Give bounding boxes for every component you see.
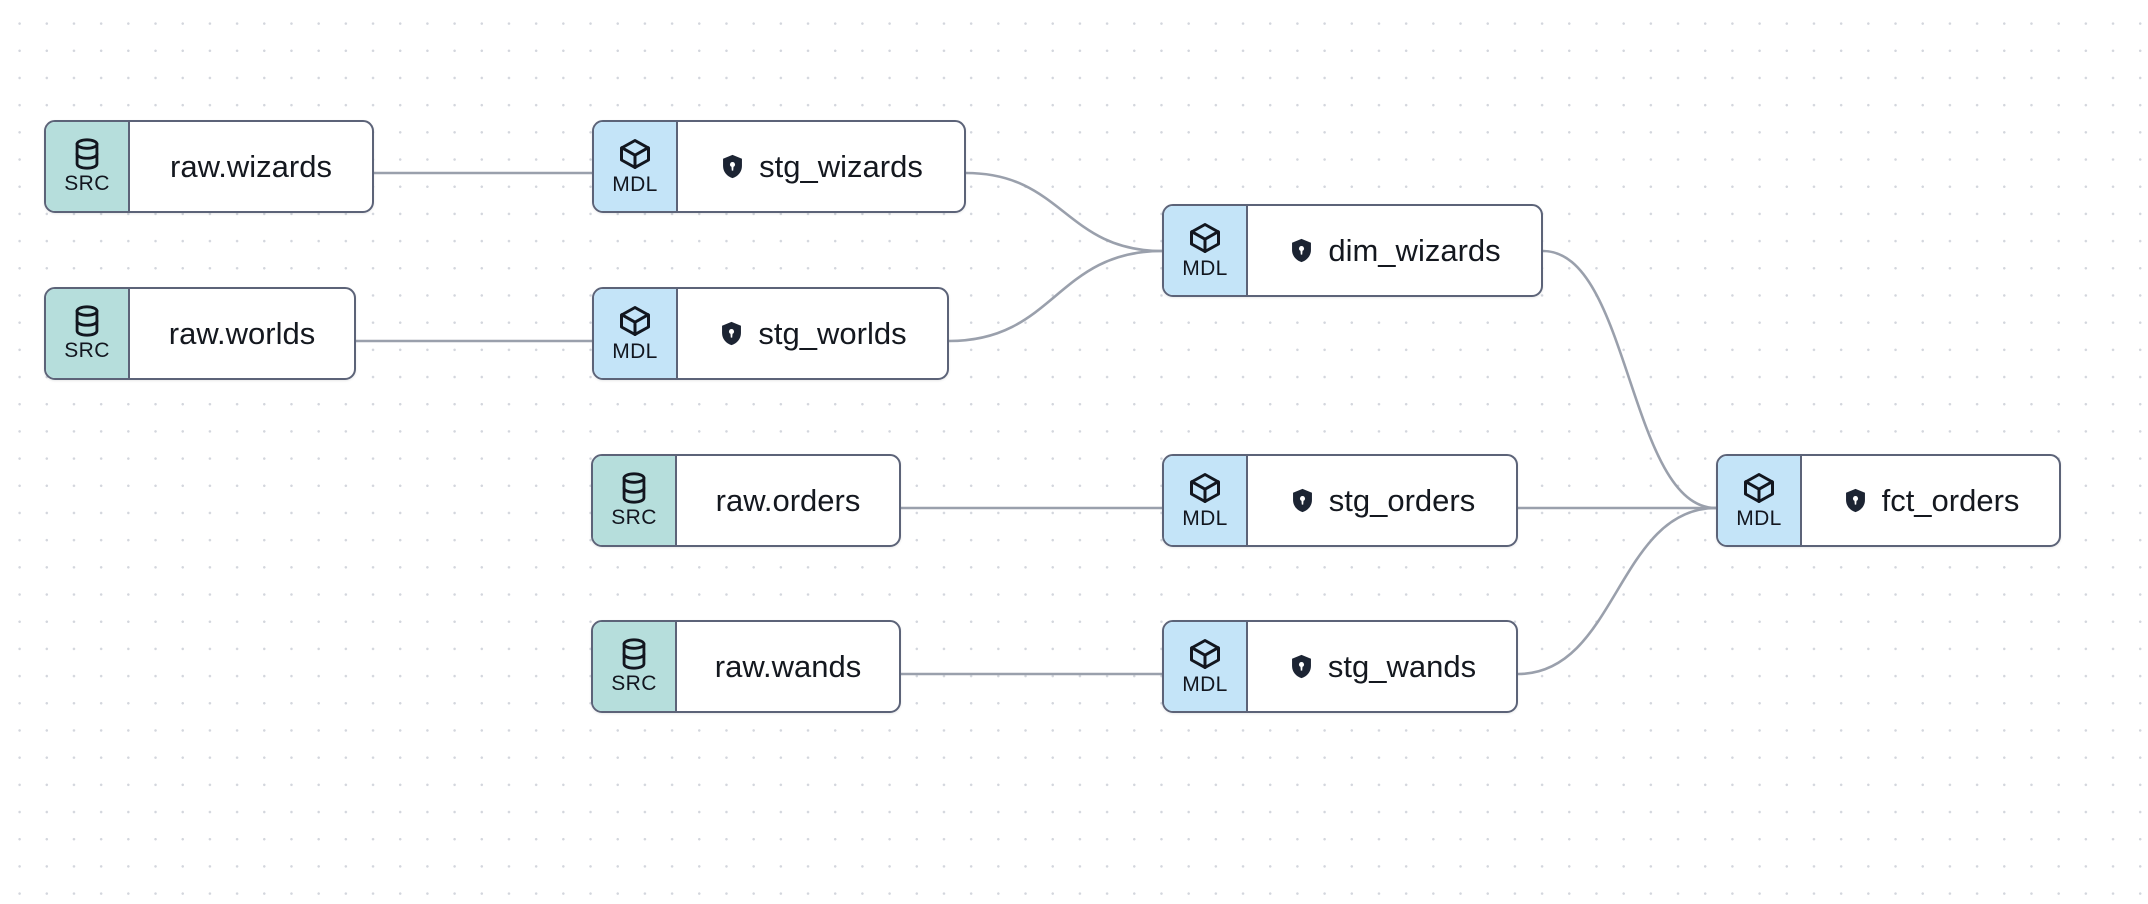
node-type-label: SRC xyxy=(611,506,657,529)
database-cylinder-icon xyxy=(617,471,651,505)
node-type-label: SRC xyxy=(64,172,110,195)
node-label: stg_orders xyxy=(1328,482,1476,518)
node-type-badge-mdl: MDL xyxy=(594,289,678,378)
node-type-badge-mdl: MDL xyxy=(1164,456,1248,545)
node-body: fct_orders xyxy=(1802,456,2059,545)
edge-stg_wands-to-fct_orders xyxy=(1516,506,1718,676)
node-label: raw.orders xyxy=(715,482,861,518)
node-body: raw.worlds xyxy=(130,289,354,378)
shield-lock-icon xyxy=(1289,487,1316,514)
cube-icon xyxy=(617,303,653,339)
edge-stg_wizards-to-dim_wizards xyxy=(964,171,1164,253)
node-type-badge-mdl: MDL xyxy=(1718,456,1802,545)
node-fct_orders[interactable]: MDL fct_orders xyxy=(1716,454,2061,547)
node-type-badge-src: SRC xyxy=(46,122,130,211)
node-raw_wizards[interactable]: SRC raw.wizards xyxy=(44,120,374,213)
node-label: raw.wands xyxy=(714,648,862,684)
cube-icon xyxy=(1187,220,1223,256)
cube-icon xyxy=(1741,470,1777,506)
node-body: raw.wands xyxy=(677,622,899,711)
database-cylinder-icon xyxy=(70,137,104,171)
node-type-label: MDL xyxy=(1182,257,1228,280)
cube-icon xyxy=(1187,636,1223,672)
node-body: stg_worlds xyxy=(678,289,947,378)
node-type-label: MDL xyxy=(1182,673,1228,696)
node-body: stg_wands xyxy=(1248,622,1516,711)
node-stg_wands[interactable]: MDL stg_wands xyxy=(1162,620,1518,713)
cube-icon xyxy=(1187,470,1223,506)
node-raw_worlds[interactable]: SRC raw.worlds xyxy=(44,287,356,380)
node-body: stg_orders xyxy=(1248,456,1516,545)
node-body: dim_wizards xyxy=(1248,206,1541,295)
node-body: stg_wizards xyxy=(678,122,964,211)
shield-lock-icon xyxy=(1842,487,1869,514)
shield-lock-icon xyxy=(1288,237,1315,264)
database-cylinder-icon xyxy=(617,637,651,671)
node-label: raw.worlds xyxy=(168,315,316,351)
node-body: raw.orders xyxy=(677,456,899,545)
node-dim_wizards[interactable]: MDL dim_wizards xyxy=(1162,204,1543,297)
node-type-label: SRC xyxy=(611,672,657,695)
node-stg_wizards[interactable]: MDL stg_wizards xyxy=(592,120,966,213)
node-label: stg_wands xyxy=(1327,648,1477,684)
node-type-badge-src: SRC xyxy=(593,456,677,545)
cube-icon xyxy=(617,136,653,172)
node-body: raw.wizards xyxy=(130,122,372,211)
shield-lock-icon xyxy=(718,320,745,347)
edge-stg_worlds-to-dim_wizards xyxy=(947,249,1164,343)
node-type-label: MDL xyxy=(1736,507,1782,530)
shield-lock-icon xyxy=(1288,653,1315,680)
node-raw_wands[interactable]: SRC raw.wands xyxy=(591,620,901,713)
node-label: stg_wizards xyxy=(759,148,923,184)
node-stg_worlds[interactable]: MDL stg_worlds xyxy=(592,287,949,380)
node-type-label: SRC xyxy=(64,339,110,362)
node-type-badge-src: SRC xyxy=(593,622,677,711)
database-cylinder-icon xyxy=(70,304,104,338)
edge-dim_wizards-to-fct_orders xyxy=(1541,249,1718,510)
node-type-label: MDL xyxy=(612,340,658,363)
shield-lock-icon xyxy=(719,153,746,180)
node-stg_orders[interactable]: MDL stg_orders xyxy=(1162,454,1518,547)
node-type-badge-mdl: MDL xyxy=(594,122,678,211)
node-raw_orders[interactable]: SRC raw.orders xyxy=(591,454,901,547)
node-label: fct_orders xyxy=(1881,482,2020,518)
node-type-badge-mdl: MDL xyxy=(1164,622,1248,711)
node-label: stg_worlds xyxy=(758,315,907,351)
node-type-badge-mdl: MDL xyxy=(1164,206,1248,295)
node-type-label: MDL xyxy=(1182,507,1228,530)
node-label: dim_wizards xyxy=(1328,232,1501,268)
node-type-label: MDL xyxy=(612,173,658,196)
node-type-badge-src: SRC xyxy=(46,289,130,378)
node-label: raw.wizards xyxy=(170,148,332,184)
